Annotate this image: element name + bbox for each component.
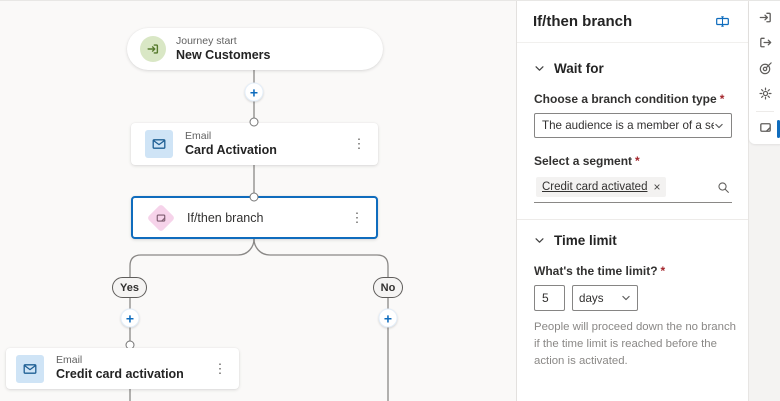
properties-panel: If/then branch Wait for Choose a branch … <box>516 1 748 401</box>
time-limit-unit-dropdown[interactable]: days <box>572 285 638 311</box>
email-card-activation-node[interactable]: Email Card Activation ⋮ <box>131 123 378 165</box>
email-credit-card-activation-node[interactable]: Email Credit card activation ⋮ <box>6 348 239 389</box>
chevron-down-icon <box>535 66 544 71</box>
panel-header: If/then branch <box>517 1 748 43</box>
chevron-down-icon <box>715 123 723 128</box>
more-options-icon[interactable]: ⋮ <box>352 136 366 151</box>
node-kind-label: Email <box>185 129 212 142</box>
yes-branch-label: Yes <box>112 277 147 298</box>
connector-dot <box>249 117 259 127</box>
time-limit-question-label: What's the time limit?* <box>534 264 666 278</box>
required-marker: * <box>719 92 725 106</box>
segment-tag: Credit card activated × <box>536 177 667 197</box>
branch-properties-icon[interactable] <box>755 119 780 138</box>
selected-indicator <box>777 119 780 138</box>
journey-start-node[interactable]: Journey start New Customers <box>127 28 383 70</box>
email-icon <box>16 354 44 383</box>
search-icon[interactable] <box>717 181 730 194</box>
time-limit-unit-value: days <box>579 291 604 305</box>
segment-search-field[interactable]: Credit card activated × <box>534 176 732 203</box>
wait-for-section-header[interactable]: Wait for <box>517 61 748 76</box>
section-title: Time limit <box>554 233 617 248</box>
node-title-label: Credit card activation <box>56 367 184 382</box>
add-step-button[interactable]: + <box>120 308 140 328</box>
condition-type-dropdown[interactable]: The audience is a member of a segment <box>534 113 732 138</box>
node-title-label: New Customers <box>176 47 271 62</box>
condition-type-label: Choose a branch condition type* <box>534 92 725 106</box>
right-rail <box>748 1 780 401</box>
time-limit-section-header[interactable]: Time limit <box>517 233 748 248</box>
email-icon <box>145 130 173 158</box>
ifthen-branch-node[interactable]: If/then branch ⋮ <box>131 196 378 239</box>
rail-toolbar <box>749 1 780 144</box>
journey-entry-icon[interactable] <box>755 8 775 26</box>
ifthen-branch-icon <box>145 202 177 234</box>
node-title-label: Card Activation <box>185 142 277 157</box>
chevron-down-icon <box>622 295 630 301</box>
segment-label: Select a segment* <box>534 154 640 168</box>
more-options-icon[interactable]: ⋮ <box>350 209 364 225</box>
section-divider <box>517 219 748 220</box>
time-limit-help-text: People will proceed down the no branch i… <box>534 321 737 368</box>
required-marker: * <box>660 264 666 278</box>
settings-gear-icon[interactable] <box>755 84 775 102</box>
condition-type-value: The audience is a member of a segment <box>542 119 714 132</box>
journey-start-icon <box>140 36 166 62</box>
node-kind-label: Email <box>56 354 83 367</box>
journey-canvas[interactable]: Journey start New Customers Email Card A… <box>0 1 516 401</box>
section-title: Wait for <box>554 61 604 76</box>
no-branch-label: No <box>373 277 403 298</box>
add-step-button[interactable]: + <box>244 82 264 102</box>
connector-dot <box>249 192 259 202</box>
time-limit-value-input[interactable] <box>534 285 565 311</box>
chevron-down-icon <box>535 238 544 243</box>
rail-divider <box>756 110 774 112</box>
goal-icon[interactable] <box>755 59 775 77</box>
journey-exit-icon[interactable] <box>755 33 775 51</box>
add-step-button[interactable]: + <box>378 308 398 328</box>
more-options-icon[interactable]: ⋮ <box>213 360 227 376</box>
rename-icon[interactable] <box>712 12 732 32</box>
segment-tag-link[interactable]: Credit card activated <box>542 181 648 193</box>
remove-tag-icon[interactable]: × <box>653 180 661 194</box>
node-kind-label: Journey start <box>176 34 237 47</box>
required-marker: * <box>635 154 640 168</box>
panel-title: If/then branch <box>533 13 633 30</box>
node-title-label: If/then branch <box>187 210 264 225</box>
